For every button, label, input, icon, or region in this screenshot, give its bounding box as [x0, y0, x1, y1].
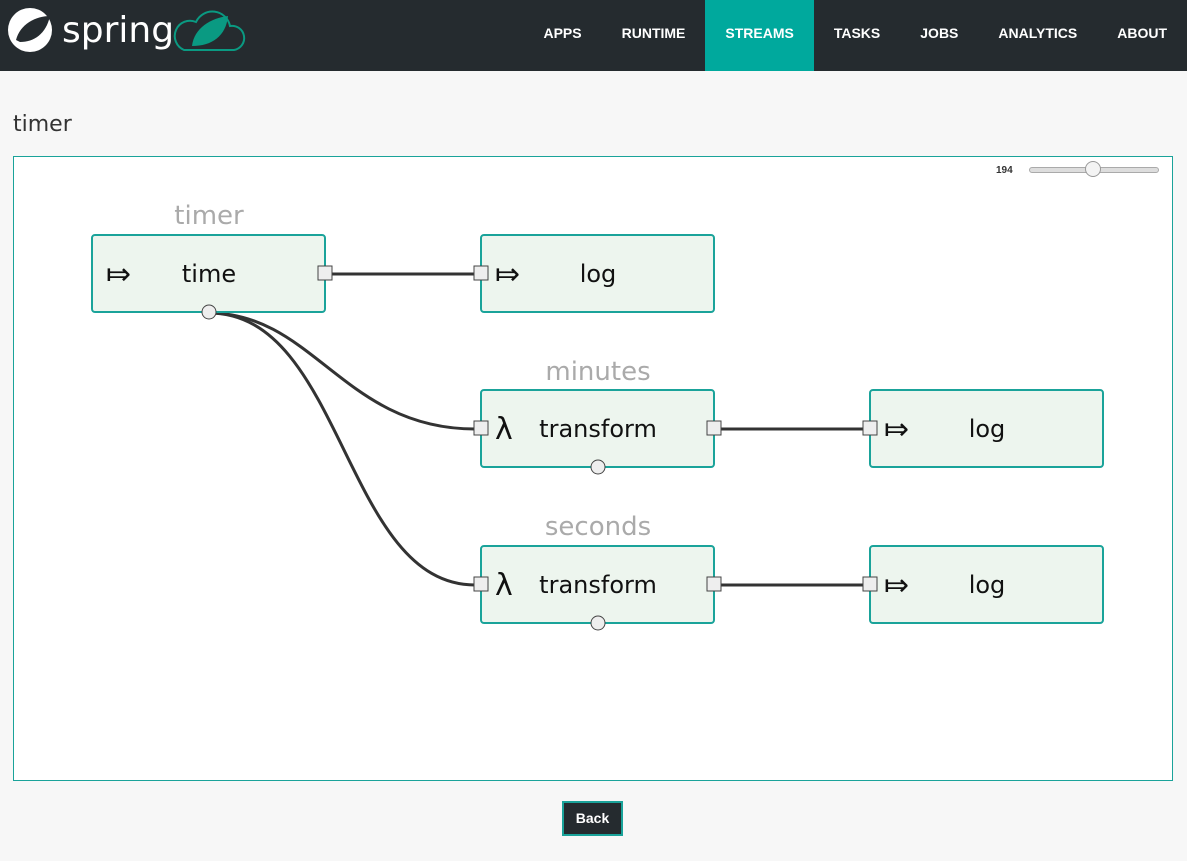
link-time-minutes [208, 311, 476, 431]
tap-port[interactable] [590, 459, 606, 475]
output-port[interactable] [706, 420, 722, 436]
node-log2[interactable]: ⤇ log [862, 389, 1104, 468]
input-port[interactable] [862, 576, 878, 592]
node-t1[interactable]: λ transform [473, 389, 722, 475]
nav-apps[interactable]: APPS [543, 25, 582, 41]
zoom-slider-thumb[interactable] [1085, 161, 1101, 177]
node-time[interactable]: ⤇ time [91, 234, 333, 320]
node-name: transform [539, 415, 657, 443]
nav-about[interactable]: ABOUT [1117, 25, 1167, 41]
main-menu: APPS RUNTIME STREAMS TASKS JOBS ANALYTIC… [523, 0, 1187, 71]
back-button[interactable]: Back [562, 801, 623, 836]
link-time-seconds [208, 311, 476, 587]
graph: timer minutes seconds ⤇ time ⤇ log λ transfor… [91, 201, 1104, 631]
tap-port[interactable] [201, 304, 217, 320]
spring-logo[interactable]: spring [6, 6, 246, 62]
node-t2[interactable]: λ transform [473, 545, 722, 631]
nav-analytics[interactable]: ANALYTICS [998, 25, 1078, 41]
tap-port[interactable] [590, 615, 606, 631]
top-nav: spring APPS RUNTIME STREAMS TASKS JOBS A… [0, 0, 1187, 71]
source-arrow-icon: ⤇ [106, 257, 131, 292]
node-name: transform [539, 571, 657, 599]
input-port[interactable] [473, 576, 489, 592]
page-title: timer [13, 112, 72, 137]
nav-tasks[interactable]: TASKS [833, 25, 881, 41]
lambda-icon: λ [495, 568, 513, 603]
node-name: log [580, 260, 617, 288]
nav-jobs[interactable]: JOBS [920, 25, 959, 41]
stream-label-minutes: minutes [545, 357, 650, 387]
svg-text:spring: spring [62, 10, 174, 51]
stream-label-seconds: seconds [545, 512, 651, 542]
nav-runtime[interactable]: RUNTIME [621, 25, 686, 41]
sink-arrow-icon: ⤇ [884, 412, 909, 447]
stream-label-timer: timer [174, 201, 244, 231]
output-port[interactable] [706, 576, 722, 592]
zoom-slider[interactable] [1029, 161, 1159, 177]
input-port[interactable] [473, 265, 489, 281]
zoom-value: 194 [996, 165, 1013, 176]
nav-streams[interactable]: STREAMS [705, 0, 814, 71]
input-port[interactable] [862, 420, 878, 436]
node-name: log [969, 571, 1006, 599]
sink-arrow-icon: ⤇ [495, 257, 520, 292]
output-port[interactable] [317, 265, 333, 281]
sink-arrow-icon: ⤇ [884, 568, 909, 603]
lambda-icon: λ [495, 412, 513, 447]
node-log1[interactable]: ⤇ log [473, 234, 715, 313]
node-name: time [182, 260, 236, 288]
node-log3[interactable]: ⤇ log [862, 545, 1104, 624]
node-name: log [969, 415, 1006, 443]
input-port[interactable] [473, 420, 489, 436]
